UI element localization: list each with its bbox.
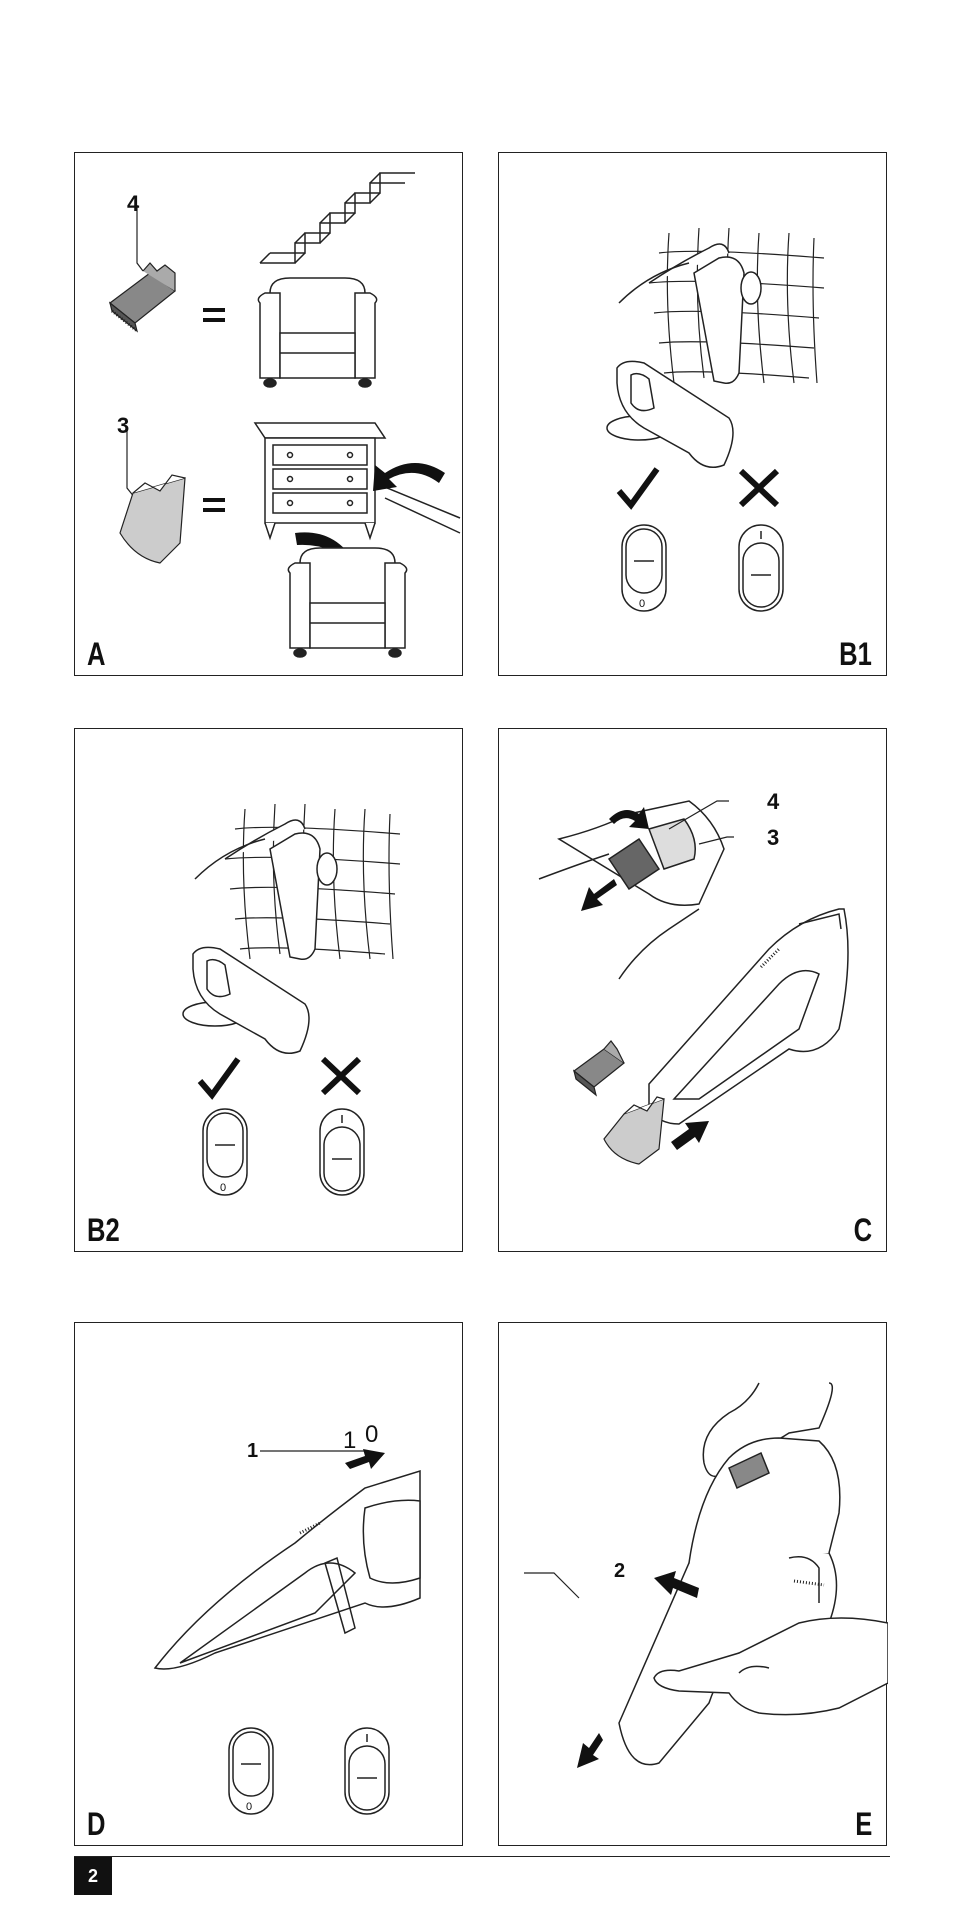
panel-label: E: [855, 1806, 872, 1843]
switch-on-illustration: [320, 1109, 364, 1195]
switch-on-illustration: [345, 1728, 389, 1814]
vacuum-illustration: [619, 1438, 840, 1765]
switch-off-label: 0: [365, 1421, 378, 1449]
arrow-icon: [373, 463, 445, 491]
cross-icon: [741, 471, 777, 505]
panel-a-illustration: [75, 153, 464, 677]
panel-a: 4 3 A: [74, 152, 463, 676]
panel-b1-illustration: [499, 153, 888, 677]
panel-label: B1: [839, 636, 872, 673]
panel-label: A: [87, 636, 105, 673]
panel-b2-illustration: [75, 729, 464, 1253]
stairs-illustration: [260, 173, 415, 263]
vacuum-illustration: [649, 909, 848, 1124]
panel-c-illustration: [499, 729, 888, 1253]
dresser-illustration: [255, 423, 460, 538]
switch-zero-label: 0: [220, 1182, 226, 1194]
footer-rule: [74, 1856, 890, 1857]
vacuum-illustration: [155, 1471, 420, 1669]
panel-label: B2: [87, 1212, 120, 1249]
callout-number: 3: [767, 825, 779, 851]
panel-label: C: [854, 1212, 872, 1249]
callout-number: 2: [614, 1560, 625, 1583]
panel-e: 2 E: [498, 1322, 887, 1846]
filter-illustration: [604, 1097, 664, 1164]
switch-zero-label: 0: [639, 598, 645, 610]
panel-b1: 0 B1: [498, 152, 887, 676]
vacuum-illustration: [183, 947, 309, 1053]
check-icon: [619, 469, 657, 505]
switch-zero-label: 0: [246, 1801, 252, 1813]
panel-c: 4 3 C: [498, 728, 887, 1252]
page-number: 2: [74, 1857, 112, 1895]
panel-d: 1 1 0 0 D: [74, 1322, 463, 1846]
callout-number: 4: [127, 191, 139, 217]
arrow-icon: [577, 1733, 603, 1768]
panel-e-illustration: [499, 1323, 888, 1847]
panel-b2: 0 B2: [74, 728, 463, 1252]
armchair-illustration: [258, 278, 376, 387]
callout-number: 3: [117, 413, 129, 439]
vacuum-illustration: [195, 820, 337, 959]
brush-nozzle-illustration: [110, 263, 175, 331]
armchair-illustration: [288, 548, 406, 657]
dust-bowl-illustration: [539, 801, 724, 979]
switch-on-illustration: [739, 525, 783, 611]
arrow-icon: [671, 1121, 709, 1150]
check-icon: [200, 1059, 238, 1095]
switch-on-label: 1: [343, 1427, 356, 1455]
callout-number: 1: [247, 1440, 258, 1463]
panel-label: D: [87, 1806, 105, 1843]
panel-d-illustration: [75, 1323, 464, 1847]
arrow-icon: [581, 879, 617, 911]
callout-number: 4: [767, 789, 779, 815]
brush-nozzle-illustration: [574, 1041, 624, 1095]
cross-icon: [323, 1059, 359, 1093]
filter-illustration: [120, 475, 185, 563]
